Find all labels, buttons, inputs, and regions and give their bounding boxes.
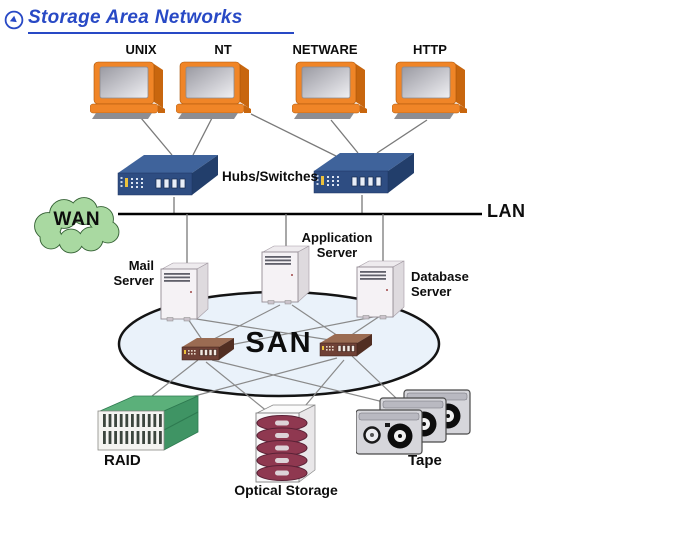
lan-label: LAN	[487, 201, 526, 221]
database-server-icon	[354, 260, 408, 320]
san-mesh-lines	[151, 304, 401, 413]
unix-label: UNIX	[125, 42, 157, 57]
bullet-clock-icon	[4, 10, 24, 30]
hubs-switches-label: Hubs/Switches	[222, 169, 319, 184]
http-label: HTTP	[413, 42, 447, 57]
application-server-label: Application Server	[301, 230, 373, 260]
optical-storage-label: Optical Storage	[234, 482, 338, 498]
lan-to-server-lines	[186, 214, 384, 265]
san-switch-left-icon	[180, 336, 236, 364]
mail-server-label: Mail Server	[113, 258, 154, 288]
page-title[interactable]: Storage Area Networks	[28, 7, 243, 28]
raid-array-icon	[92, 394, 200, 458]
tape-library-icon	[356, 388, 472, 460]
hub-switch-left-icon	[116, 152, 220, 198]
nt-label: NT	[214, 42, 232, 57]
workstation-to-hub-lines	[140, 113, 428, 213]
san-label: SAN	[245, 327, 313, 359]
hub-switch-right-icon	[312, 150, 416, 196]
netware-label: NETWARE	[292, 42, 358, 57]
unix-workstation-icon	[90, 56, 172, 120]
raid-label: RAID	[104, 452, 141, 469]
page-title-link[interactable]: Storage Area Networks	[28, 7, 294, 34]
optical-storage-icon	[246, 402, 320, 486]
nt-workstation-icon	[176, 56, 258, 120]
database-server-label: Database Server	[411, 269, 469, 299]
tape-label: Tape	[408, 452, 442, 469]
netware-workstation-icon	[292, 56, 374, 120]
wan-label: WAN	[53, 209, 101, 230]
http-workstation-icon	[392, 56, 474, 120]
mail-server-icon	[158, 262, 212, 322]
